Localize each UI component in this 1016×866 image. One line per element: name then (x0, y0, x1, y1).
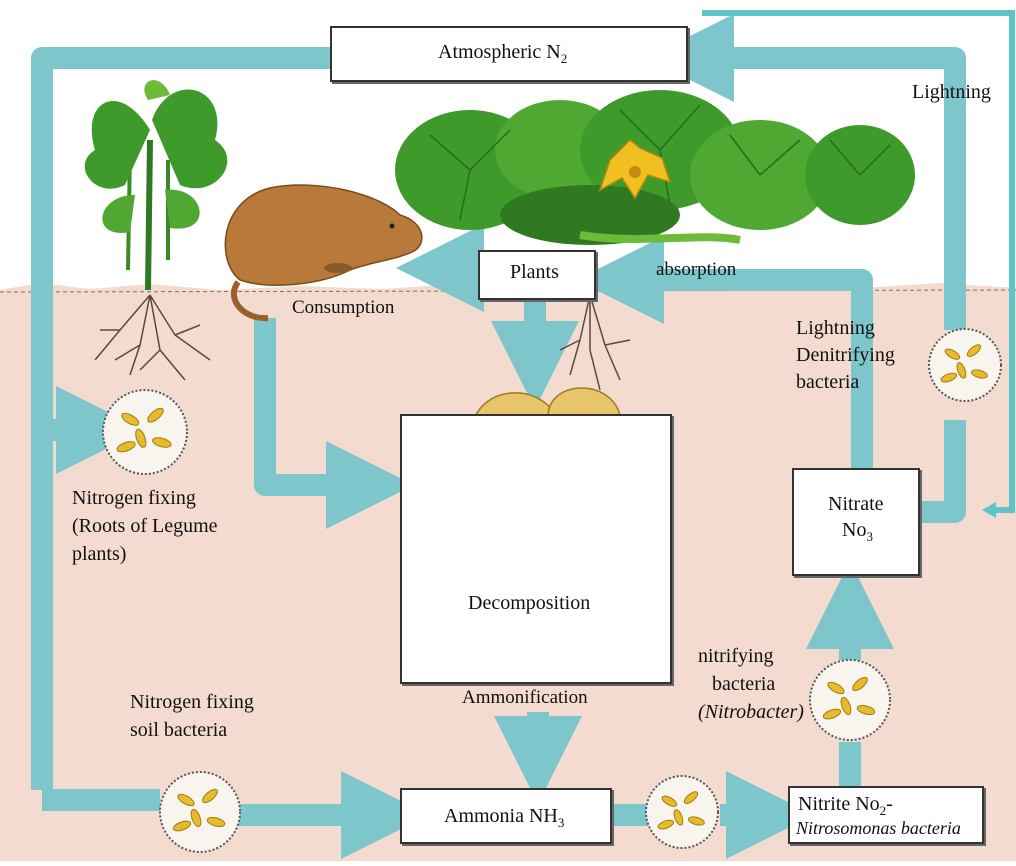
nitrifying-label-line2: bacteria (712, 672, 775, 696)
atmospheric-n2-label: Atmospheric N2 (438, 40, 567, 71)
nitrate-label: Nitrate (828, 492, 884, 516)
nitrifying-label-line1: nitrifying (698, 644, 774, 668)
bacteria-icon (646, 776, 718, 848)
nitrosomonas-label: Nitrosomonas bacteria (796, 816, 961, 840)
bacteria-icon (810, 660, 890, 740)
nitrate-box: Nitrate No3 (792, 468, 920, 576)
nitrite-box: Nitrite No2- Nitrosomonas bacteria (788, 786, 984, 844)
consumption-label: Consumption (292, 296, 394, 320)
nitrifying-label-line3: (Nitrobacter) (698, 700, 804, 724)
denitrify-label-line1: Lightning (796, 316, 875, 340)
bacteria-icon (929, 329, 1001, 401)
bacteria-icon (160, 772, 240, 852)
lightning-label-top: Lightning (912, 80, 991, 104)
nfix-roots-label-line2: (Roots of Legume (72, 514, 218, 538)
ammonia-label: Ammonia NH3 (444, 804, 564, 835)
nfix-soil-label-line2: soil bacteria (130, 718, 227, 742)
decomposition-label: Decomposition (468, 591, 590, 615)
denitrify-label-line2: Denitrifying (796, 343, 895, 367)
ammonia-box: Ammonia NH3 (400, 788, 612, 844)
plants-box: Plants (478, 250, 596, 300)
plants-label: Plants (510, 260, 559, 284)
decomposition-box: Decomposition (400, 414, 672, 684)
atmospheric-n2-box: Atmospheric N2 (330, 26, 688, 82)
nitrate-formula: No3 (842, 518, 873, 549)
bacteria-icon (103, 390, 187, 474)
nfix-roots-label-line3: plants) (72, 542, 126, 566)
nfix-soil-label-line1: Nitrogen fixing (130, 690, 254, 714)
denitrify-label-line3: bacteria (796, 370, 859, 394)
ammonification-label: Ammonification (462, 686, 588, 710)
nfix-roots-label-line1: Nitrogen fixing (72, 486, 196, 510)
absorption-label: absorption (656, 258, 736, 282)
